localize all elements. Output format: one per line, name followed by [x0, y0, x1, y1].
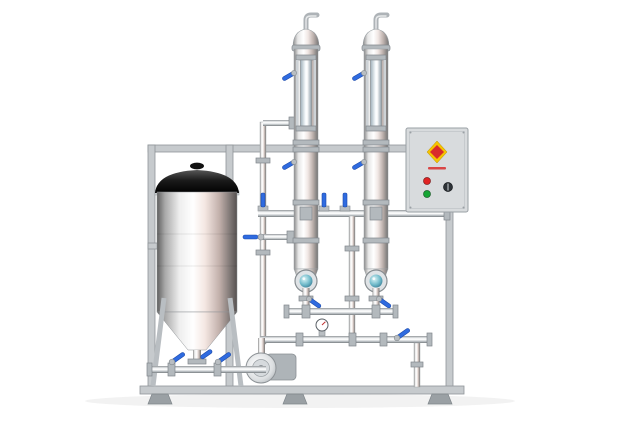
panel-door-seam	[409, 131, 465, 209]
frame-foot	[282, 393, 308, 405]
branch-pipe	[263, 234, 291, 240]
valve-bonnet	[393, 334, 401, 342]
discharge-line	[260, 318, 433, 388]
feed-riser-pipe	[242, 116, 297, 345]
end-cap	[426, 332, 433, 347]
valve-handle	[200, 349, 213, 360]
tri-clamp	[344, 245, 360, 252]
process-column-1	[282, 15, 322, 310]
panel-enclosure	[405, 127, 469, 213]
frame-foot	[147, 393, 173, 405]
tank-outlet-line	[146, 352, 266, 377]
riser-top-elbow	[263, 120, 293, 126]
frame-bottom-rail	[139, 385, 465, 395]
manifold-pipe	[288, 308, 394, 315]
valve-bonnet	[214, 358, 222, 366]
riser-pipe	[259, 121, 267, 345]
brand-logo-inner	[430, 145, 444, 159]
center-drop-pipe	[348, 215, 356, 339]
end-cap	[392, 304, 399, 319]
valve-bonnet	[257, 233, 265, 241]
lid-knob	[190, 162, 204, 170]
tri-clamp	[301, 304, 311, 319]
discharge-pipe	[260, 336, 430, 343]
panel-screw	[409, 206, 412, 209]
valve-handle-vertical	[321, 192, 327, 208]
tri-clamp	[348, 332, 357, 347]
panel-screw	[462, 131, 465, 134]
process-column-2	[352, 15, 392, 310]
tri-clamp	[295, 332, 304, 347]
valve-handle-vertical	[260, 192, 266, 208]
tank-outlet-stub	[193, 350, 201, 362]
valve-bonnet	[168, 358, 176, 366]
tank-bottom-valve	[200, 349, 213, 360]
control-panel	[405, 127, 469, 213]
pump-outlet-pipe	[258, 338, 265, 354]
end-cap	[146, 362, 153, 377]
conical-tank	[150, 162, 244, 387]
tri-clamp	[371, 304, 381, 319]
tri-clamp	[255, 157, 271, 164]
valve-handle-vertical	[342, 192, 348, 208]
panel-screw	[409, 131, 412, 134]
panel-screw	[462, 206, 465, 209]
tri-clamp	[379, 332, 388, 347]
tri-clamp	[255, 249, 271, 256]
frame-post-left	[147, 144, 156, 389]
gauge-needle	[321, 321, 326, 326]
bottom-manifold	[283, 304, 399, 319]
tri-clamp	[410, 361, 424, 368]
tank-lid	[155, 170, 239, 193]
tri-clamp	[344, 295, 360, 302]
end-cap	[283, 304, 290, 319]
indicator-lamp-green	[423, 190, 431, 198]
valve-handle-horizontal	[242, 234, 259, 240]
tri-clamp-tee	[299, 206, 313, 221]
centrifugal-pump	[245, 338, 297, 384]
frame-foot	[427, 393, 453, 405]
tank-body	[156, 191, 238, 313]
indicator-lamp-red	[423, 177, 431, 185]
tank-cone	[156, 311, 238, 351]
brand-wordmark	[428, 167, 446, 170]
suction-pipe	[150, 366, 266, 373]
mid-header-pipe	[258, 210, 448, 217]
butterfly-clamp	[187, 358, 207, 365]
tri-clamp-tee	[369, 206, 383, 221]
